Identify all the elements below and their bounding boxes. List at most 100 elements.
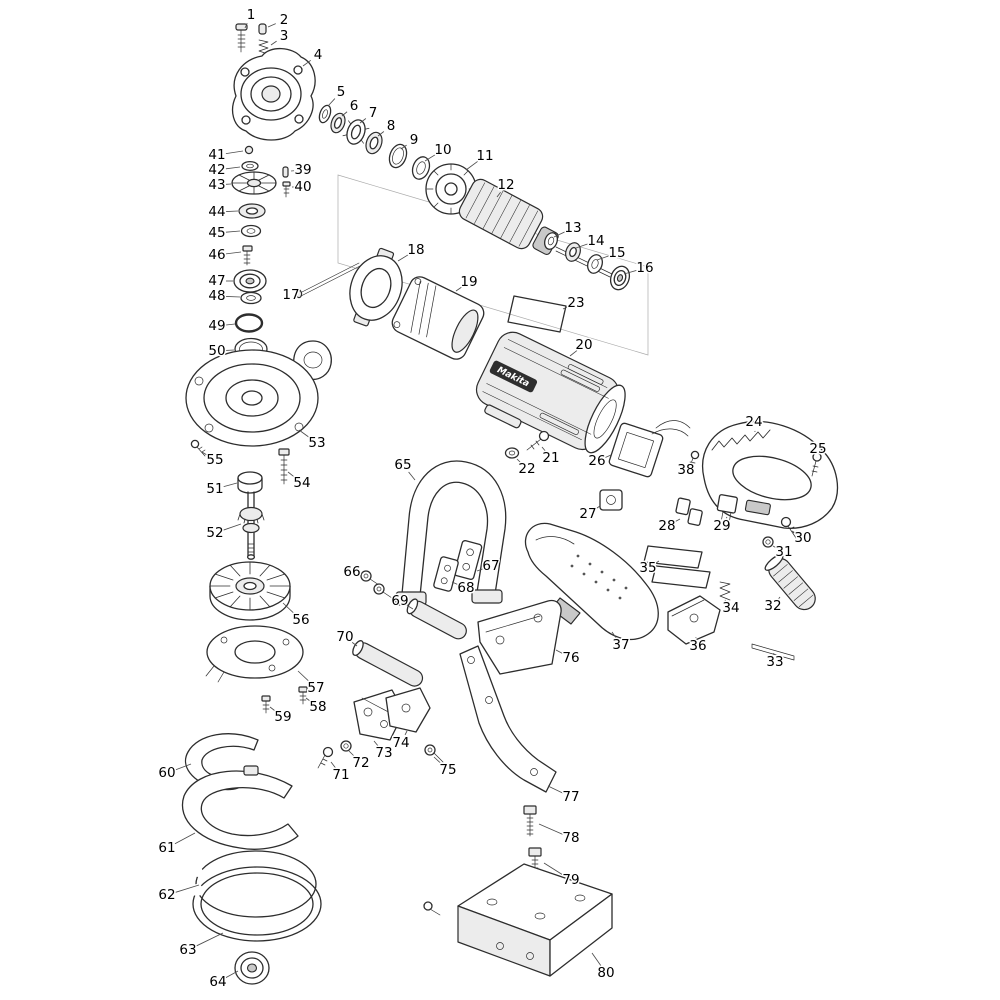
leader-line-12 — [496, 191, 501, 198]
ball-bearing — [609, 265, 631, 291]
leader-line-68 — [451, 581, 458, 585]
part-number-33: 33 — [766, 654, 783, 670]
leader-line-78 — [538, 823, 563, 835]
screw — [424, 744, 444, 763]
leader-line-6 — [341, 111, 348, 117]
screw — [780, 516, 798, 539]
part-number-15: 15 — [608, 245, 625, 261]
part-number-40: 40 — [294, 179, 311, 195]
leader-line-44 — [225, 210, 239, 212]
screw — [687, 450, 700, 473]
part-number-60: 60 — [158, 765, 175, 781]
part-number-61: 61 — [158, 840, 175, 856]
part-number-58: 58 — [309, 699, 326, 715]
screw — [190, 439, 206, 457]
bracket-plate — [477, 599, 562, 675]
washer — [340, 740, 352, 752]
leader-line-38 — [692, 462, 694, 464]
bearing-retainer — [349, 247, 403, 327]
stand-bracket — [459, 645, 557, 793]
clamp-shoe — [184, 733, 259, 791]
part-number-44: 44 — [208, 204, 225, 220]
part-number-56: 56 — [292, 612, 309, 628]
part-number-27: 27 — [579, 506, 596, 522]
part-number-6: 6 — [350, 98, 359, 114]
part-number-9: 9 — [410, 132, 419, 148]
pin-rod — [751, 643, 795, 661]
part-number-51: 51 — [206, 481, 223, 497]
leader-line-42 — [225, 166, 241, 170]
ball-bearing — [234, 951, 270, 985]
spacer-rod — [406, 598, 467, 640]
motor-housing: Makita — [475, 331, 626, 454]
part-number-7: 7 — [369, 105, 378, 121]
leader-line-14 — [575, 243, 588, 249]
part-number-50: 50 — [208, 343, 225, 359]
screw — [242, 245, 253, 266]
ball-bearing — [233, 269, 267, 293]
connector — [716, 494, 738, 521]
part-number-64: 64 — [209, 974, 226, 990]
part-number-24: 24 — [745, 414, 762, 430]
part-number-8: 8 — [387, 118, 396, 134]
part-number-11: 11 — [476, 148, 493, 164]
leader-line-80 — [591, 952, 602, 966]
part-number-36: 36 — [689, 638, 706, 654]
hex-screw — [360, 570, 380, 586]
flat-washer — [241, 160, 259, 172]
washer — [240, 224, 262, 238]
bolt — [278, 448, 290, 485]
leader-line-69 — [407, 605, 414, 610]
part-number-71: 71 — [332, 767, 349, 783]
leader-line-54 — [287, 471, 296, 478]
leader-line-77 — [547, 785, 564, 794]
sleeve — [504, 447, 520, 459]
bolt — [528, 847, 542, 877]
brand-badge — [489, 360, 538, 393]
switch-block — [599, 489, 623, 511]
leader-line-70 — [351, 642, 358, 647]
bolt — [523, 805, 537, 837]
leader-line-27 — [595, 505, 601, 510]
part-number-73: 73 — [375, 745, 392, 761]
leader-line-37 — [611, 631, 617, 638]
part-number-65: 65 — [394, 457, 411, 473]
leader-line-17 — [298, 289, 302, 292]
part-number-1: 1 — [247, 7, 256, 23]
inner-flange — [237, 471, 263, 494]
part-number-63: 63 — [179, 942, 196, 958]
part-number-35: 35 — [639, 560, 656, 576]
spacer-rod — [352, 640, 424, 687]
leader-line-8 — [377, 131, 385, 137]
part-number-69: 69 — [391, 593, 408, 609]
screw — [811, 452, 822, 477]
leader-line-10 — [424, 154, 436, 162]
part-number-14: 14 — [587, 233, 604, 249]
screw — [423, 901, 441, 916]
name-plate — [507, 295, 567, 333]
part-number-26: 26 — [588, 453, 605, 469]
small-screw — [282, 181, 291, 198]
part-number-66: 66 — [343, 564, 360, 580]
cover-plate — [205, 625, 304, 683]
o-ring — [234, 313, 264, 333]
leader-line-23 — [562, 306, 569, 310]
base-plate — [457, 863, 613, 977]
pan-head-screw — [235, 23, 248, 53]
part-number-30: 30 — [794, 530, 811, 546]
part-number-49: 49 — [208, 318, 225, 334]
leader-line-32 — [778, 596, 781, 600]
dust-guard — [185, 340, 332, 447]
leader-line-67 — [476, 568, 483, 572]
spindle — [237, 491, 265, 560]
retaining-ring — [388, 143, 408, 169]
part-number-34: 34 — [722, 600, 739, 616]
leader-line-60 — [175, 763, 192, 771]
leader-line-64 — [225, 970, 239, 979]
part-number-3: 3 — [280, 28, 289, 44]
part-number-78: 78 — [562, 830, 579, 846]
part-number-74: 74 — [392, 735, 409, 751]
washer — [318, 104, 332, 124]
leader-line-30 — [791, 530, 796, 534]
